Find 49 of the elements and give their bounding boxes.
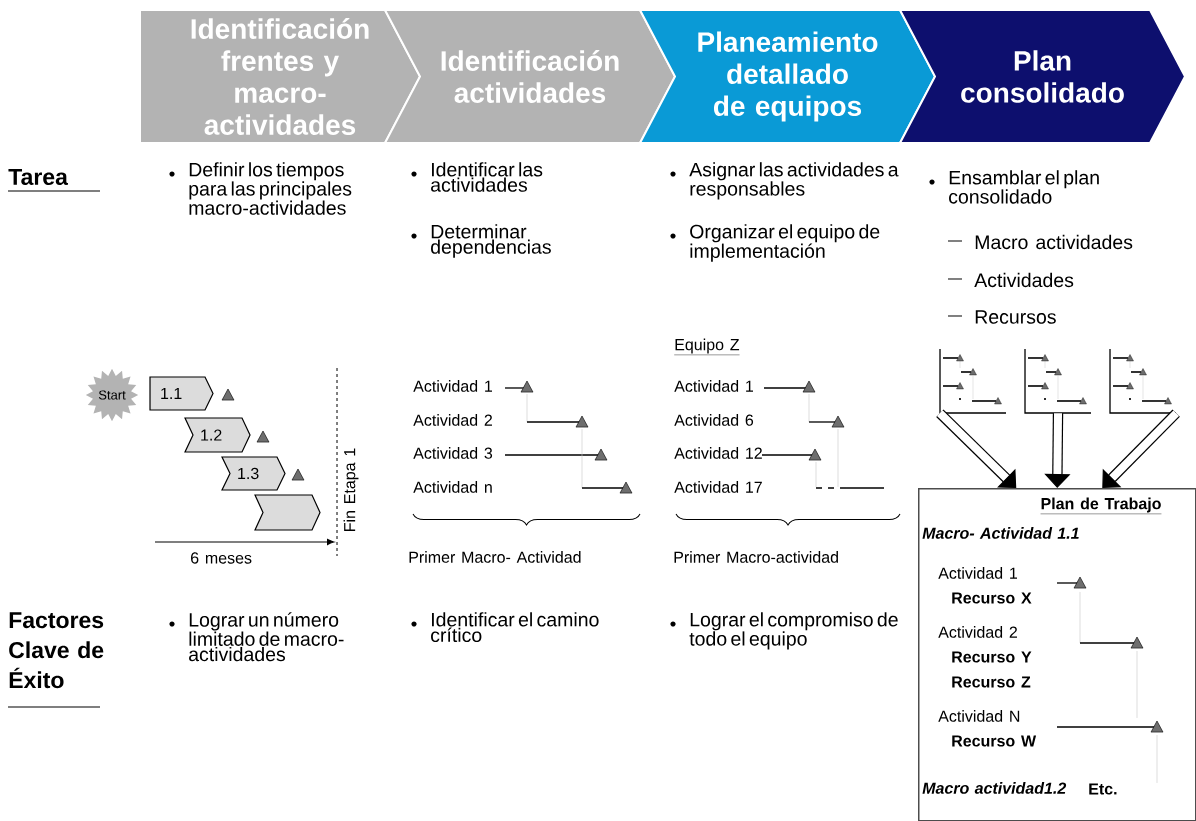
bullet-text: Organizar el equipo de implementación bbox=[690, 224, 880, 262]
task-block: 1.1 bbox=[149, 376, 214, 411]
text-label: 6 meses bbox=[191, 552, 252, 564]
section-heading: Macro actividad1.2 bbox=[922, 782, 1067, 794]
task-block: 1.3 bbox=[221, 456, 286, 491]
resource-label: Recurso W bbox=[952, 735, 1037, 747]
resource-label: Recurso Z bbox=[952, 676, 1031, 688]
bullet-text: Lograr un número limitado de macro-actividades bbox=[189, 612, 344, 662]
bullet-text: Identificar el camino crítico bbox=[431, 612, 599, 643]
text-label: Actividad 1 bbox=[674, 380, 753, 392]
text-label: Actividad 17 bbox=[674, 481, 762, 493]
gantt-chart-drawing bbox=[1024, 348, 1092, 414]
bullet-text: Recursos bbox=[975, 310, 1056, 324]
team-heading: Equipo Z bbox=[674, 338, 740, 356]
section-heading: Macro- Actividad 1.1 bbox=[922, 527, 1079, 539]
gantt-chart-drawing bbox=[939, 348, 1007, 414]
task-block bbox=[254, 494, 321, 531]
text-label: Actividad 6 bbox=[674, 414, 754, 426]
hollow-arrow bbox=[936, 409, 1017, 488]
text-label: Primer Macro-actividad bbox=[674, 551, 838, 563]
bullet-text: Ensamblar el plan consolidado bbox=[949, 170, 1099, 204]
activity-label: Actividad 2 bbox=[938, 626, 1017, 638]
bullet-text: Asignar las actividades a responsables bbox=[689, 162, 899, 200]
activity-label: Actividad 1 bbox=[938, 567, 1017, 579]
text-label: Actividad 3 bbox=[413, 447, 493, 459]
resource-label: Etc. bbox=[1089, 783, 1117, 795]
bullet-text: Definir los tiempos para las principales macro-actividades bbox=[189, 162, 352, 215]
row-heading: Factores Clave de Éxito bbox=[7, 612, 104, 708]
milestone-label: Fin Etapa 1 bbox=[343, 448, 359, 531]
resource-label: Recurso X bbox=[952, 592, 1032, 604]
text-label: Actividad 2 bbox=[413, 414, 492, 426]
row-heading: Tarea bbox=[7, 168, 101, 192]
bullet-text: Actividades bbox=[974, 272, 1074, 288]
text-label: Primer Macro- Actividad bbox=[409, 551, 581, 563]
resource-label: Recurso Y bbox=[952, 651, 1032, 663]
phase-banner: Identificación frentes y macro-actividades bbox=[139, 9, 422, 144]
task-block: 1.2 bbox=[184, 417, 251, 453]
bullet-text: Identificar las actividades bbox=[431, 162, 543, 192]
bullet-text: Macro actividades bbox=[975, 234, 1133, 250]
bullet-text: Determinar dependencias bbox=[431, 224, 551, 258]
phase-banner: Plan consolidado bbox=[898, 9, 1187, 144]
bullet-text: Lograr el compromiso de todo el equipo bbox=[689, 612, 898, 650]
text-label: Actividad 12 bbox=[674, 447, 762, 459]
activity-label: Actividad N bbox=[938, 710, 1020, 722]
hollow-arrow bbox=[1102, 409, 1180, 488]
text-label: Actividad 1 bbox=[413, 380, 492, 392]
starburst: Start bbox=[85, 368, 139, 422]
text-label: Actividad n bbox=[413, 481, 492, 493]
box-heading: Plan de Trabajo bbox=[1040, 497, 1162, 515]
